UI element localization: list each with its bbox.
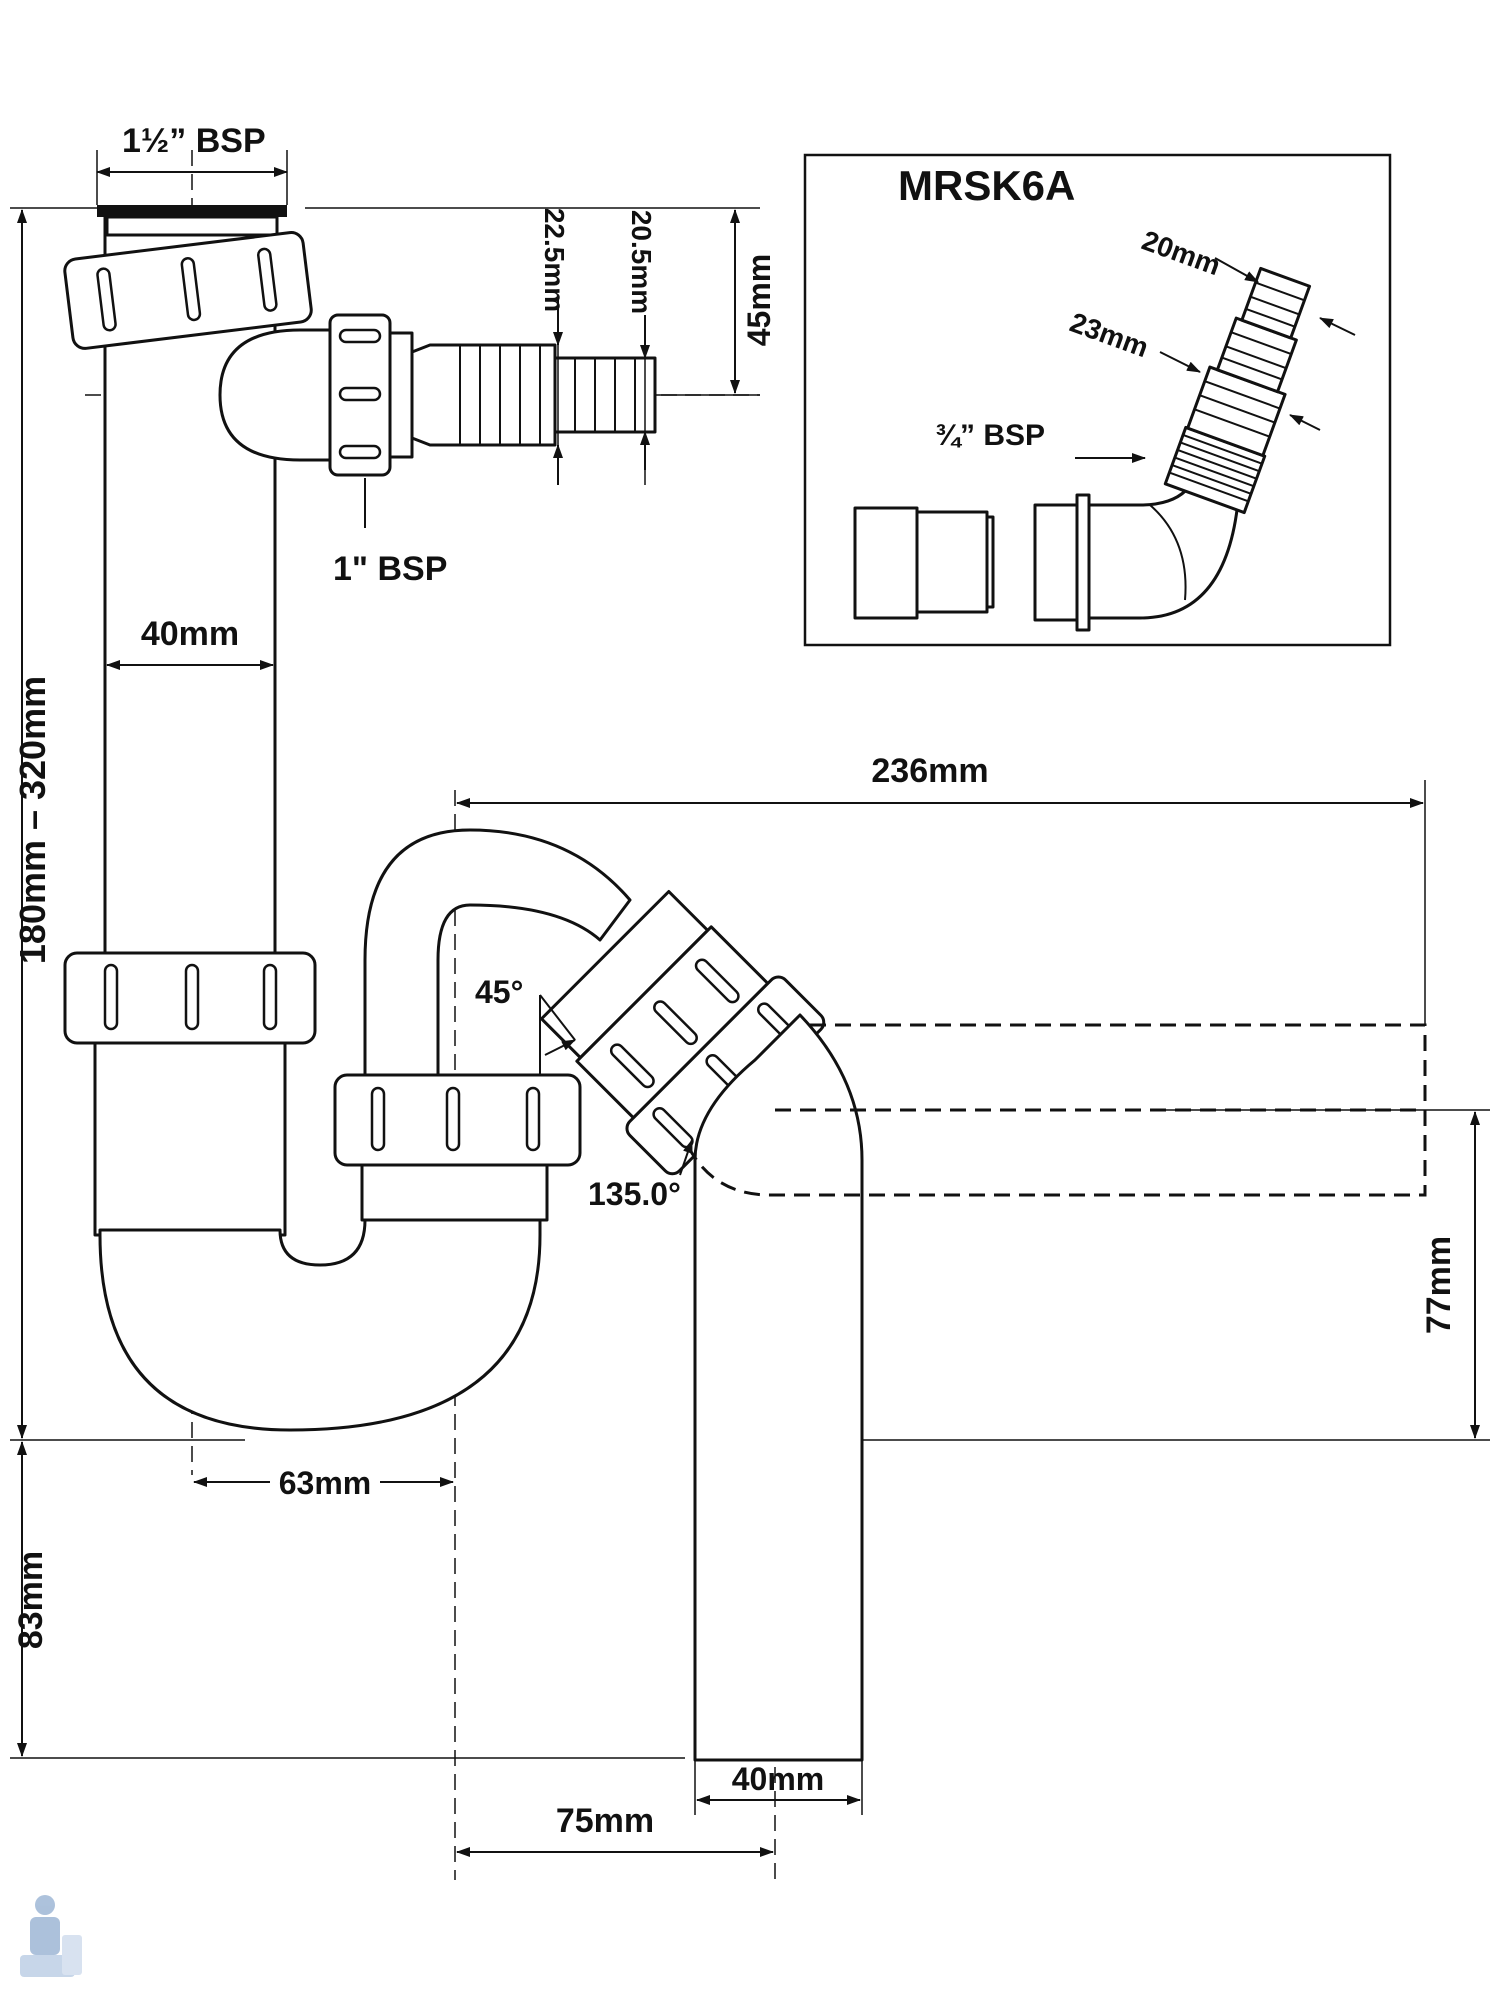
label-spigot-outer: 22.5mm <box>539 208 570 312</box>
dim-inlet-thread: 1½” BSP <box>96 122 288 205</box>
dim-outlet-offset-width: 75mm <box>456 1802 774 1857</box>
label-inlet-thread: 1½” BSP <box>122 122 266 160</box>
outlet-coupling <box>540 890 826 1176</box>
label-outlet-offset-height: 77mm <box>1420 1236 1458 1334</box>
dim-seal-depth: 83mm <box>10 1441 685 1759</box>
inset-title: MRSK6A <box>898 162 1075 209</box>
label-angle-top: 45° <box>475 974 523 1010</box>
inset-spigot-adapter <box>853 506 995 620</box>
dim-outlet-diameter: 40mm <box>694 1760 863 1815</box>
top-washer <box>97 205 287 217</box>
u-bend <box>98 1198 542 1432</box>
middle-nut <box>63 951 317 1045</box>
dim-height-range: 180mm – 320mm <box>10 207 245 1441</box>
dim-outlet-offset-height: 77mm <box>862 1109 1490 1441</box>
right-nut <box>333 1073 582 1167</box>
label-spigot-thread: 1" BSP <box>333 550 447 588</box>
inset-label-thread: ¾” BSP <box>935 419 1045 452</box>
label-spigot-height: 45mm <box>741 254 777 347</box>
label-overall-width: 236mm <box>871 752 988 790</box>
label-outlet-offset-width: 75mm <box>556 1802 654 1840</box>
riser-bend <box>363 828 632 1082</box>
inset-threaded-hose-tail <box>1163 266 1312 515</box>
spigot-nut <box>328 313 414 477</box>
inlet-sleeve <box>93 1038 287 1237</box>
dim-trap-offset: 63mm <box>193 1465 454 1501</box>
outlet-pipe <box>693 1013 864 1762</box>
inset-20mm-leader <box>1214 257 1259 283</box>
label-seal-depth: 83mm <box>12 1551 50 1649</box>
dim-overall-width: 236mm <box>456 752 1426 1025</box>
inset-20mm-leader-right <box>1319 317 1356 336</box>
trap-body <box>63 205 864 1762</box>
dim-inlet-diameter: 40mm <box>106 615 274 670</box>
label-trap-offset: 63mm <box>279 1465 372 1501</box>
label-angle-outlet: 135.0° <box>588 1176 681 1212</box>
spigot-hose-tail <box>410 343 657 447</box>
dim-spigot-height: 45mm <box>305 207 777 396</box>
dim-angle-outlet: 135.0° <box>588 1139 693 1212</box>
inset-panel: MRSK6A <box>803 153 1392 647</box>
dim-spigot-thread: 1" BSP <box>333 478 447 588</box>
inset-23mm-leader <box>1159 351 1201 373</box>
label-spigot-inner: 20.5mm <box>626 210 657 314</box>
label-outlet-diameter: 40mm <box>732 1761 825 1797</box>
inset-23mm-leader-right <box>1289 414 1321 431</box>
right-sleeve <box>360 1158 549 1222</box>
spigot-dome <box>218 328 332 462</box>
top-nut <box>63 231 313 350</box>
dim-spigot-inner: 20.5mm <box>626 210 657 485</box>
label-height-range: 180mm – 320mm <box>12 676 53 964</box>
dim-spigot-outer: 22.5mm <box>539 208 570 485</box>
dim-angle-top: 45° <box>475 974 576 1075</box>
label-inlet-diameter: 40mm <box>141 615 239 653</box>
plumber-logo-icon <box>20 1895 82 1977</box>
